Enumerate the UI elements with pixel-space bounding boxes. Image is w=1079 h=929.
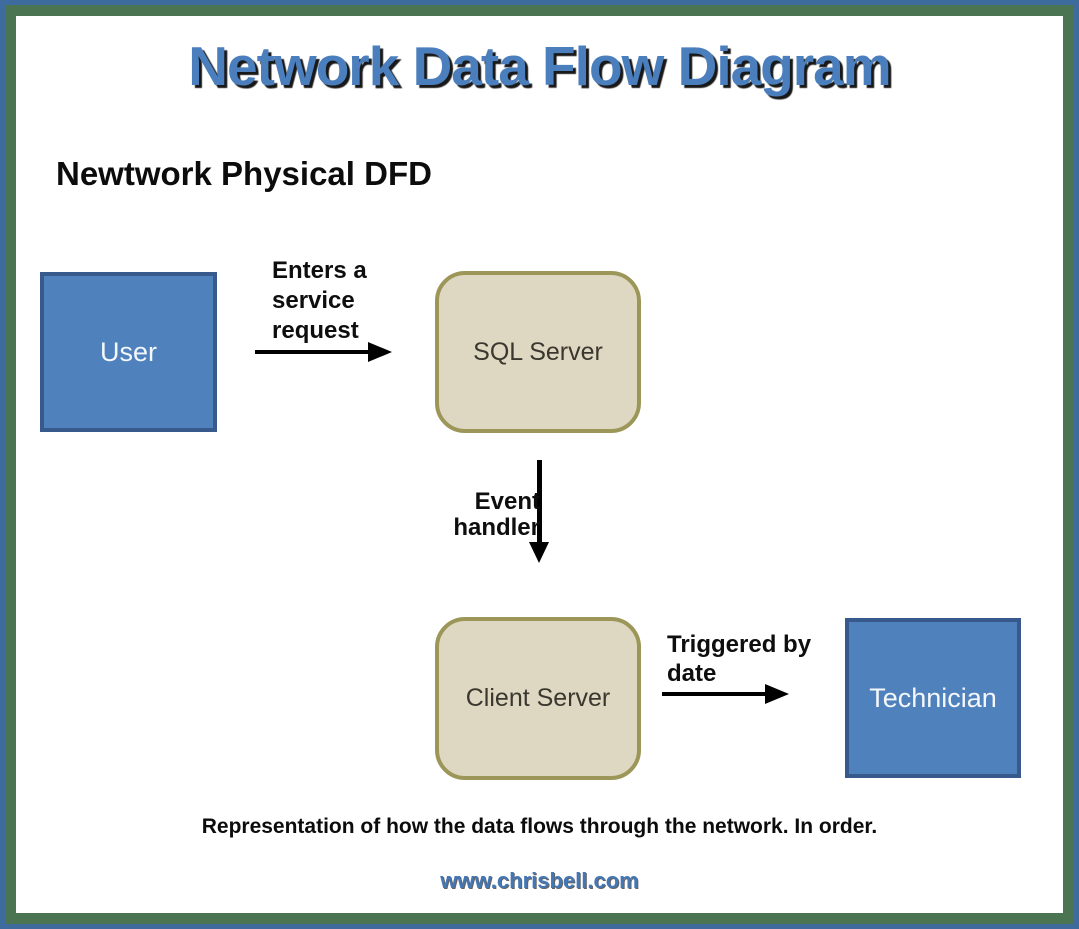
caption-text: Representation of how the data flows thr… — [201, 815, 878, 838]
flow-label-line: request — [272, 317, 359, 344]
section-subtitle: Newtwork Physical DFD — [56, 155, 432, 192]
user-node-label: User — [99, 336, 157, 367]
page-title: Network Data Flow Diagram — [188, 35, 891, 97]
sql-server-node: SQL Server — [435, 271, 641, 433]
user-node: User — [40, 272, 217, 432]
client-server-node-label: Client Server — [465, 684, 611, 712]
arrow-client-to-technician-line — [662, 692, 768, 696]
sql-server-node-label: SQL Server — [473, 337, 603, 366]
flow-label-enters-service-request: Enters a service request — [272, 256, 367, 346]
arrowhead-down-icon — [529, 542, 549, 563]
technician-node-label: Technician — [869, 682, 997, 713]
arrow-user-to-sql-line — [255, 350, 371, 354]
flow-label-line: Event handler — [453, 488, 540, 541]
flow-label-line: Triggered by — [667, 631, 812, 658]
arrowhead-right-icon — [368, 342, 392, 362]
website-url-text: www.chrisbell.com — [440, 868, 639, 893]
flow-label-event-handler: Event handler — [390, 489, 540, 541]
flow-label-line: Enters a — [272, 257, 367, 284]
flow-label-line: service — [272, 287, 355, 314]
technician-node: Technician — [845, 618, 1021, 778]
arrowhead-right-icon — [765, 684, 789, 704]
flow-label-triggered-by-date: Triggered by date — [667, 630, 811, 688]
arrow-sql-to-client-line — [537, 460, 542, 544]
flow-label-line: date — [667, 660, 717, 687]
client-server-node: Client Server — [435, 617, 641, 780]
